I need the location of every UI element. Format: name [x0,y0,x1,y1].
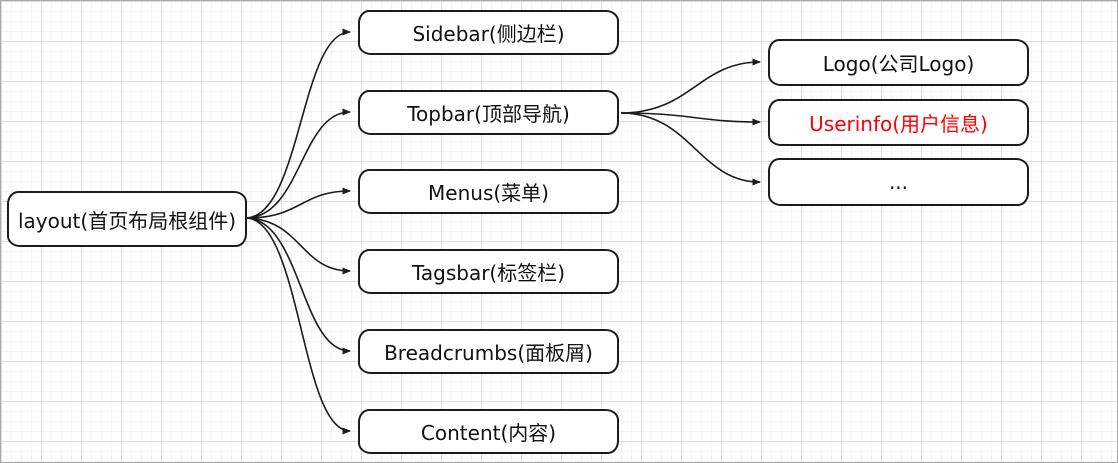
node-tagsbar[interactable]: Tagsbar(标签栏) [358,249,619,294]
node-sidebar[interactable]: Sidebar(侧边栏) [358,10,619,55]
edge-topbar-userinfo [620,112,761,126]
edge-root-breadcrumbs [246,217,351,355]
edge-root-tagsbar [246,217,351,275]
edge-root-content [246,217,351,435]
node-more[interactable]: ... [768,158,1029,206]
edge-root-menus [246,187,351,219]
node-menus[interactable]: Menus(菜单) [358,169,619,214]
node-content[interactable]: Content(内容) [358,409,619,454]
node-topbar[interactable]: Topbar(顶部导航) [358,90,619,135]
edge-topbar-more [620,112,761,186]
edge-root-topbar [246,108,351,219]
node-logo[interactable]: Logo(公司Logo) [768,39,1029,86]
edge-topbar-logo [620,58,761,114]
node-breadcrumbs[interactable]: Breadcrumbs(面板屑) [358,329,619,374]
node-layout-root[interactable]: layout(首页布局根组件) [7,191,247,247]
node-userinfo[interactable]: Userinfo(用户信息) [768,99,1029,146]
edge-root-sidebar [246,28,351,219]
